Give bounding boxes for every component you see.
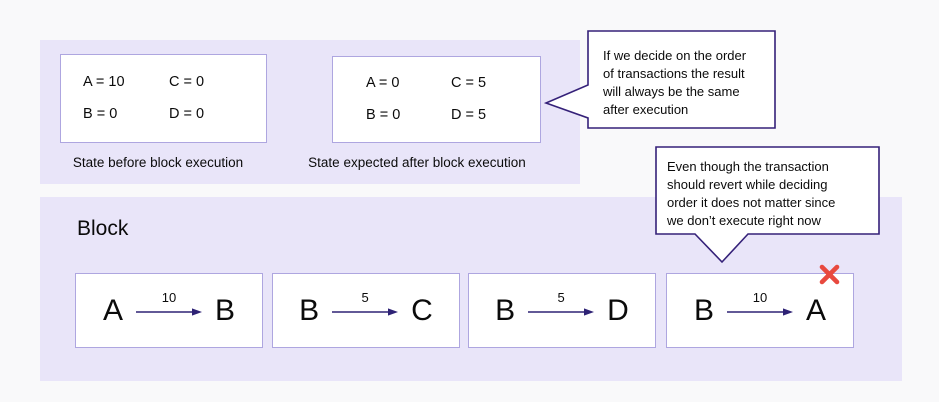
state-before-box: A = 10 C = 0 B = 0 D = 0 <box>60 54 267 143</box>
transaction-amount: 10 <box>752 289 768 305</box>
transaction-to: A <box>806 293 827 327</box>
state-after-box: A = 0 C = 5 B = 0 D = 5 <box>332 56 541 143</box>
block-title: Block <box>77 217 129 240</box>
state-value: A = 0 <box>366 75 400 91</box>
state-before-caption: State before block execution <box>72 155 244 170</box>
transfer-arrow-icon: 5 <box>528 289 595 318</box>
state-value: D = 5 <box>451 107 487 123</box>
state-value: C = 5 <box>451 75 487 91</box>
revert-note-line: we don’t execute right now <box>667 213 821 228</box>
transaction-amount: 10 <box>161 289 177 305</box>
transaction-from: B <box>299 293 320 327</box>
transaction-to: D <box>607 293 629 327</box>
speech-bubble-left-tail <box>544 30 776 129</box>
transaction-from: B <box>495 293 516 327</box>
order-note-line: will always be the same <box>603 84 740 99</box>
state-value: D = 0 <box>169 106 205 122</box>
invalid-x-icon <box>819 264 840 285</box>
transfer-arrow-icon: 10 <box>727 290 793 318</box>
state-after-caption: State expected after block execution <box>308 155 526 170</box>
transaction-box: B 5 D <box>468 273 656 348</box>
order-note-line: after execution <box>603 102 689 117</box>
transaction-to: C <box>411 293 433 327</box>
revert-note-line: Even though the transaction <box>667 159 829 174</box>
state-value: A = 10 <box>83 74 125 90</box>
order-note-line: of transactions the result <box>603 66 745 81</box>
transaction-amount: 5 <box>557 289 565 305</box>
transfer-arrow-icon: 10 <box>136 290 202 318</box>
transfer-arrow-icon: 5 <box>332 289 399 318</box>
state-value: C = 0 <box>169 74 205 90</box>
transaction-box-invalid: B 10 A <box>666 273 854 348</box>
state-value: B = 0 <box>83 106 118 122</box>
speech-bubble-down-tail <box>655 146 880 264</box>
transaction-amount: 5 <box>361 289 369 305</box>
transaction-box: B 5 C <box>272 273 460 348</box>
transaction-to: B <box>215 293 236 327</box>
state-value: B = 0 <box>366 107 401 123</box>
transaction-from: B <box>693 293 714 327</box>
transaction-box: A 10 B <box>75 273 263 348</box>
transaction-from: A <box>102 293 123 327</box>
order-note-text: If we decide on the order of transaction… <box>603 47 746 119</box>
revert-note-line: should revert while deciding <box>667 177 828 192</box>
order-note-line: If we decide on the order <box>603 48 747 63</box>
revert-note-text: Even though the transaction should rever… <box>667 158 835 230</box>
revert-note-line: order it does not matter since <box>667 195 836 210</box>
